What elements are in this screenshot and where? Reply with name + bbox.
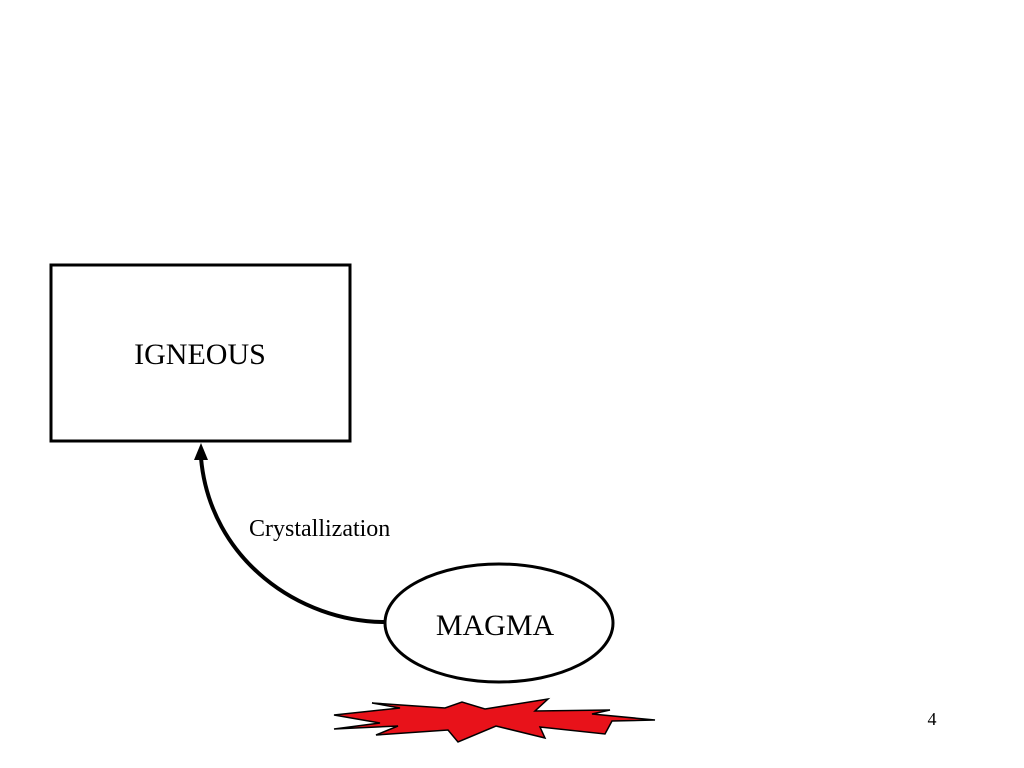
igneous-label: IGNEOUS — [134, 338, 266, 371]
page-number: 4 — [928, 709, 937, 729]
heat-source-icon — [333, 697, 656, 743]
arrowhead-icon — [194, 443, 208, 460]
crystallization-arrow-line — [199, 457, 386, 624]
crystallization-edge: Crystallization — [194, 443, 390, 624]
igneous-node: IGNEOUS — [49, 263, 352, 443]
magma-node: MAGMA — [383, 562, 615, 684]
igneous-box — [49, 263, 352, 443]
magma-ellipse — [383, 562, 615, 684]
crystallization-label: Crystallization — [249, 516, 390, 542]
magma-label: MAGMA — [436, 609, 555, 642]
